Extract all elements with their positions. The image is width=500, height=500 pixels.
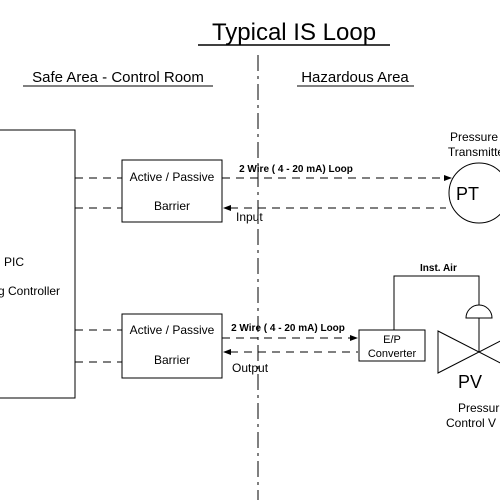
- barrier-bottom-label-2: Barrier: [154, 353, 190, 367]
- loop-bottom-label: 2 Wire ( 4 - 20 mA) Loop: [231, 323, 345, 334]
- valve-caption-2: Control V: [446, 416, 496, 430]
- converter-label-1: E/P: [383, 334, 401, 346]
- arrowhead-output: [223, 349, 231, 355]
- pressure-transmitter-symbol: [448, 162, 500, 224]
- output-label: Output: [232, 361, 269, 375]
- controller-box: [0, 129, 76, 399]
- arrowhead-to-converter: [350, 335, 358, 341]
- valve-tag: PV: [458, 372, 482, 392]
- input-label: Input: [236, 210, 263, 224]
- diagram-title: Typical IS Loop: [212, 19, 376, 46]
- transmitter-caption-1: Pressure: [450, 130, 498, 144]
- converter-label-2: Converter: [368, 348, 417, 360]
- barrier-bottom-box: [121, 313, 223, 379]
- barrier-top-label-2: Barrier: [154, 199, 190, 213]
- valve-body-left: [437, 330, 481, 374]
- inst-air-label: Inst. Air: [420, 263, 457, 274]
- valve-actuator-symbol: [465, 304, 493, 319]
- valve-body-right: [477, 340, 500, 364]
- arrowhead-input: [223, 205, 231, 211]
- transmitter-caption-2: Transmitter: [448, 145, 500, 159]
- ep-converter-box: [358, 329, 426, 362]
- transmitter-tag: PT: [456, 184, 479, 204]
- barrier-top-box: [121, 159, 223, 223]
- inst-air-line: [393, 275, 480, 330]
- valve-caption-1: Pressur: [458, 401, 499, 415]
- barrier-bottom-label-1: Active / Passive: [130, 323, 215, 337]
- loop-top-label: 2 Wire ( 4 - 20 mA) Loop: [239, 164, 353, 175]
- hazardous-area-heading: Hazardous Area: [301, 69, 409, 86]
- controller-label-1: PIC: [4, 255, 24, 269]
- safe-area-heading: Safe Area - Control Room: [32, 69, 204, 86]
- arrowhead-to-pt: [444, 175, 452, 181]
- controller-label-2: g Controller: [0, 284, 60, 298]
- barrier-top-label-1: Active / Passive: [130, 170, 215, 184]
